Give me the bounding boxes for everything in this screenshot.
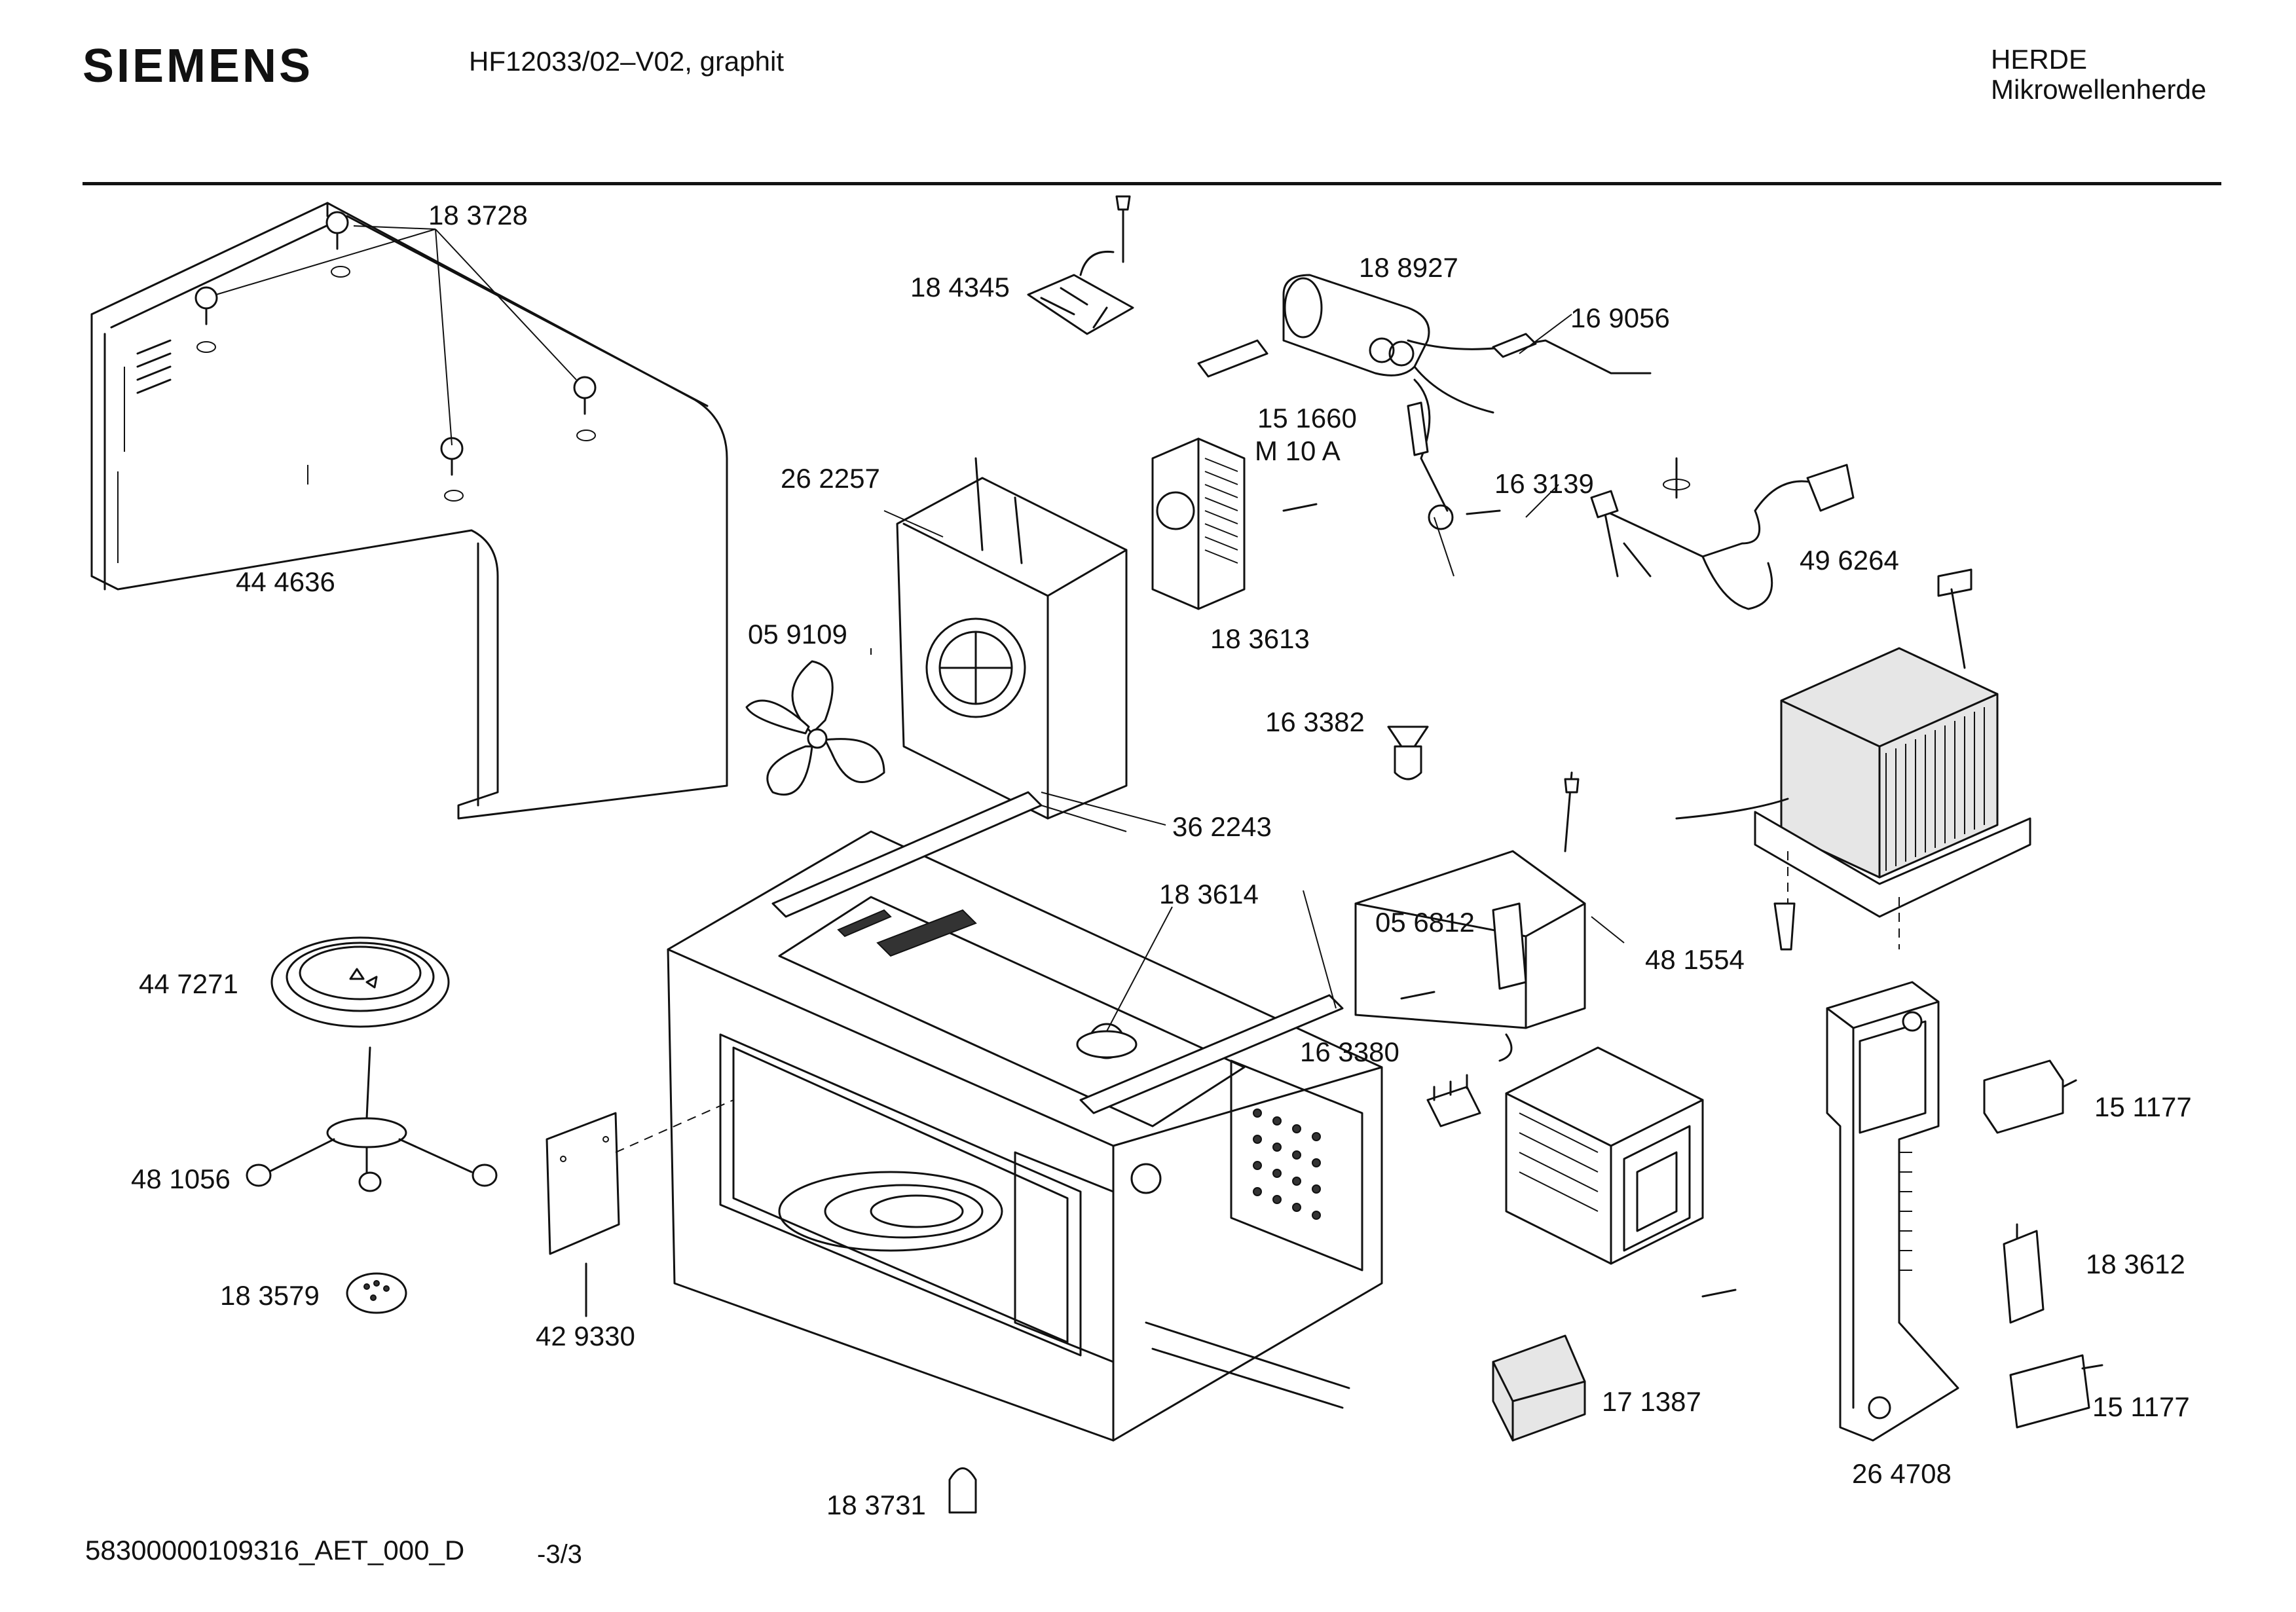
label-163139: 16 3139 (1494, 468, 1594, 499)
label-163382: 16 3382 (1265, 706, 1365, 737)
page-indicator: -3/3 (537, 1540, 582, 1569)
roller-ring-drawing (247, 1048, 496, 1191)
label-183728: 18 3728 (428, 200, 528, 230)
label-481056: 48 1056 (131, 1163, 231, 1194)
microswitch-drawings (1984, 1061, 2102, 1427)
fuse-drawing (1198, 340, 1267, 376)
capacitor-drawing (1284, 275, 1429, 375)
transformer-drawing (1676, 570, 2030, 949)
lamp-drawing (1388, 727, 1428, 779)
label-264708: 26 4708 (1852, 1458, 1952, 1489)
power-cord-drawing (1591, 458, 1853, 609)
label-188927: 18 8927 (1359, 252, 1458, 283)
fan-motor-drawing (1153, 439, 1316, 609)
cavity-chassis-drawing (668, 832, 1382, 1440)
label-183614: 18 3614 (1159, 879, 1259, 909)
fan-blade-drawing (747, 661, 884, 795)
label-059109: 05 9109 (748, 619, 847, 650)
turntable-motor-drawing (347, 1273, 406, 1313)
label-056812: 05 6812 (1375, 907, 1475, 938)
label-481554: 48 1554 (1645, 944, 1745, 975)
cabinet-cover-drawing (92, 203, 727, 818)
label-262257: 26 2257 (781, 463, 880, 494)
cable-drawing (1408, 334, 1650, 529)
label-163380: 16 3380 (1300, 1036, 1399, 1067)
bracket-drawing (1356, 773, 1585, 1061)
label-183579: 18 3579 (220, 1280, 320, 1311)
label-362243: 36 2243 (1172, 811, 1272, 842)
rail-drawing (773, 792, 1342, 1113)
glass-tray-drawing (272, 938, 449, 1027)
thermostat-drawing (1028, 196, 1133, 334)
coupler-drawing (1077, 907, 1172, 1057)
label-444636: 44 4636 (236, 566, 335, 597)
brand-logo: SIEMENS (83, 40, 314, 92)
label-447271: 44 7271 (139, 968, 238, 999)
relay-drawing (1493, 1336, 1585, 1440)
label-429330: 42 9330 (536, 1321, 635, 1351)
screw-icons-183728 (196, 212, 595, 501)
magnetron-drawing (1506, 1048, 1735, 1296)
waveguide-cover-drawing (547, 1100, 733, 1316)
label-151177-upper: 15 1177 (2094, 1091, 2192, 1122)
label-151660: 15 1660 (1257, 403, 1357, 433)
foot-drawing (950, 1469, 976, 1513)
label-fuse-rating: M 10 A (1255, 435, 1341, 466)
label-183612: 18 3612 (2086, 1249, 2185, 1279)
label-183731: 18 3731 (826, 1490, 926, 1520)
label-169056: 16 9056 (1570, 302, 1670, 333)
door-latch-drawing (1827, 982, 1958, 1440)
category-line-2: Mikrowellenherde (1991, 74, 2207, 105)
label-496264: 49 6264 (1800, 545, 1899, 576)
document-number: 58300000109316_AET_000_D (85, 1535, 465, 1566)
label-183613: 18 3613 (1210, 623, 1310, 654)
label-151177-lower: 15 1177 (2092, 1391, 2190, 1422)
fan-bracket-drawing (897, 458, 1126, 818)
model-title: HF12033/02–V02, graphit (469, 46, 785, 77)
thermal-fuse-drawing (1428, 1075, 1480, 1126)
label-184345: 18 4345 (910, 272, 1010, 302)
label-171387: 17 1387 (1602, 1386, 1701, 1417)
category-block: HERDE Mikrowellenherde (1991, 45, 2206, 105)
category-line-1: HERDE (1991, 44, 2088, 75)
header-divider (83, 182, 2221, 185)
leader-lines (871, 314, 1624, 943)
